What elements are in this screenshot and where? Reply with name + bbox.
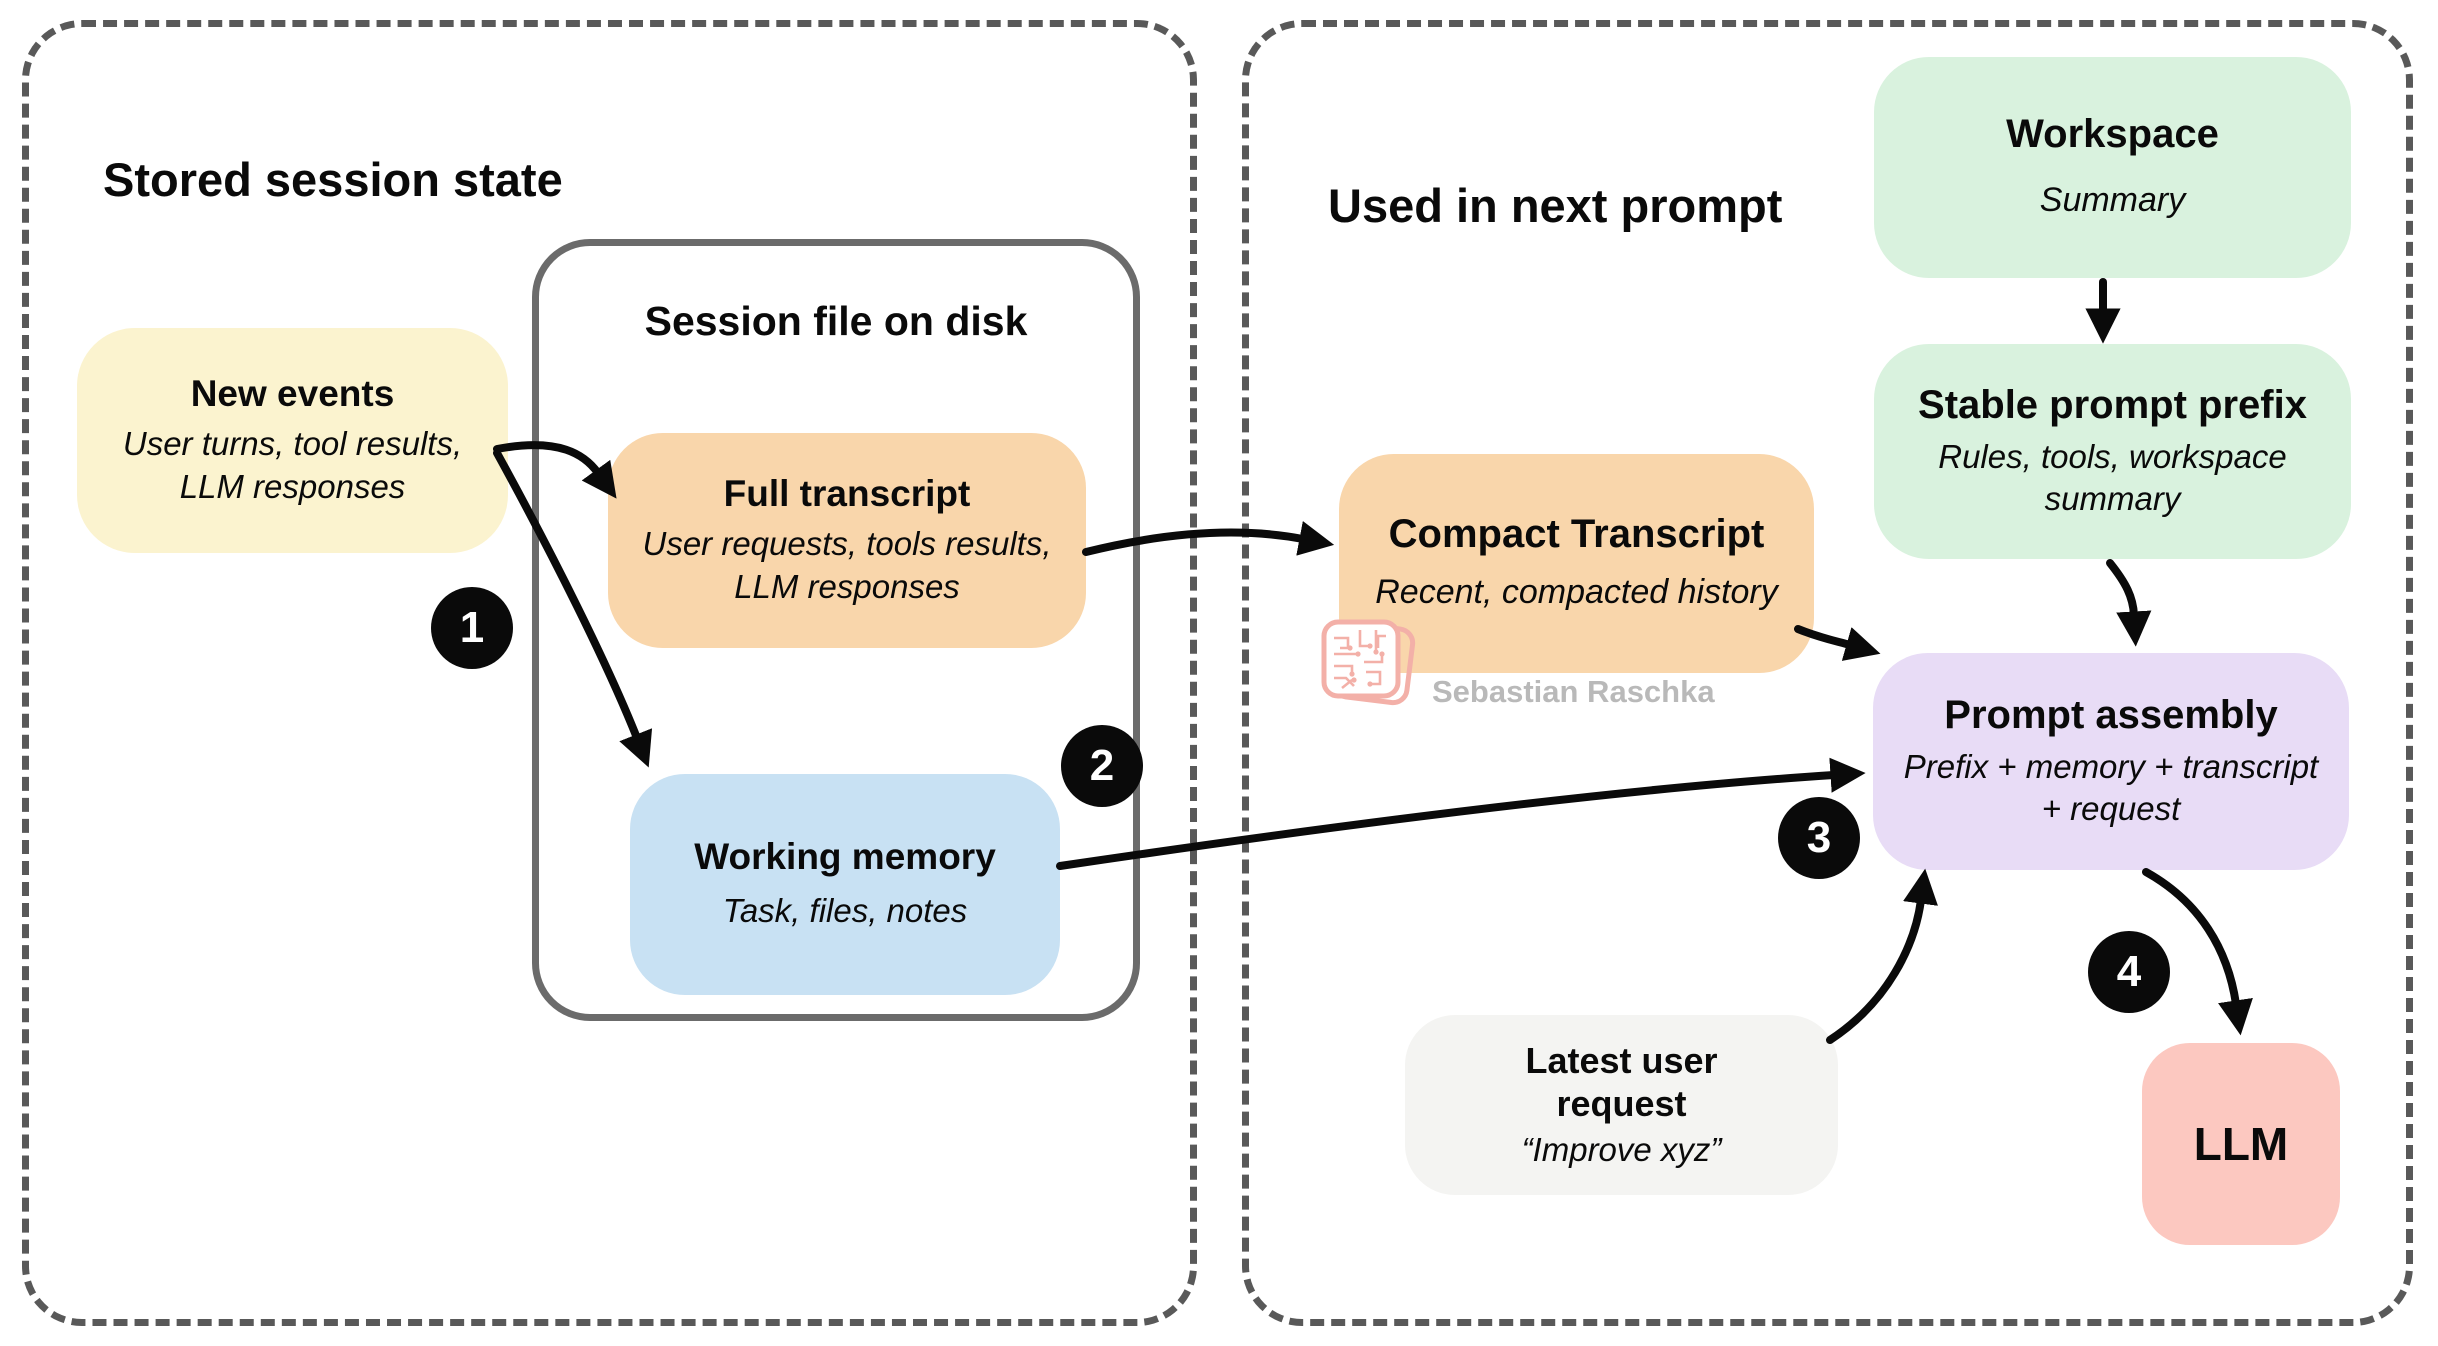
full-transcript-title: Full transcript: [723, 473, 971, 515]
prompt-assembly-box: Prompt assembly Prefix + memory + transc…: [1873, 653, 2349, 870]
step-badge-3: 3: [1778, 797, 1860, 879]
compact-transcript-subtitle: Recent, compacted history: [1375, 573, 1778, 612]
workspace-title: Workspace: [2006, 112, 2219, 157]
full-transcript-subtitle: User requests, tools results, LLM respon…: [642, 525, 1052, 605]
latest-user-request-title: Latest user request: [1525, 1039, 1718, 1124]
latest-user-request-subtitle: “Improve xyz”: [1521, 1131, 1722, 1169]
llm-title: LLM: [2193, 1118, 2289, 1170]
stored-session-state-panel: [22, 20, 1197, 1326]
compact-transcript-title: Compact Transcript: [1388, 512, 1765, 557]
prompt-assembly-title: Prompt assembly: [1944, 692, 2278, 737]
latest-user-request-box: Latest user request “Improve xyz”: [1405, 1015, 1838, 1195]
right-panel-title: Used in next prompt: [1328, 179, 1783, 232]
llm-box: LLM: [2142, 1043, 2340, 1245]
prompt-assembly-subtitle: Prefix + memory + transcript + request: [1903, 747, 2319, 827]
compact-transcript-box: Compact Transcript Recent, compacted his…: [1339, 454, 1814, 673]
watermark-author: Sebastian Raschka: [1432, 674, 1715, 709]
used-in-next-prompt-panel: [1242, 20, 2413, 1326]
stable-prompt-prefix-title: Stable prompt prefix: [1918, 382, 2307, 427]
new-events-subtitle: User turns, tool results, LLM responses: [122, 425, 463, 505]
step-badge-1: 1: [431, 587, 513, 669]
stable-prompt-prefix-box: Stable prompt prefix Rules, tools, works…: [1874, 344, 2351, 559]
stable-prompt-prefix-subtitle: Rules, tools, workspace summary: [1938, 437, 2287, 517]
full-transcript-box: Full transcript User requests, tools res…: [608, 433, 1086, 648]
sebastian-raschka-logo-icon: [1321, 619, 1416, 706]
new-events-title: New events: [190, 373, 395, 415]
session-file-title: Session file on disk: [644, 298, 1028, 344]
new-events-box: New events User turns, tool results, LLM…: [77, 328, 508, 553]
working-memory-title: Working memory: [694, 836, 996, 878]
workspace-subtitle: Summary: [2039, 181, 2186, 220]
step-badge-4: 4: [2088, 931, 2170, 1013]
step-badge-2: 2: [1061, 725, 1143, 807]
left-panel-title: Stored session state: [103, 153, 563, 206]
working-memory-subtitle: Task, files, notes: [722, 892, 968, 930]
working-memory-box: Working memory Task, files, notes: [630, 774, 1060, 995]
workspace-box: Workspace Summary: [1874, 57, 2351, 278]
